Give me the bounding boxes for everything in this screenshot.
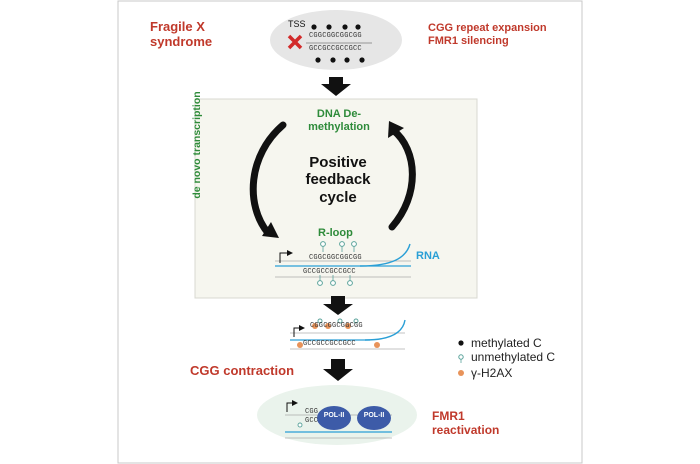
rloop-unmethylated-c (317, 241, 357, 286)
top-methyl-dots (311, 24, 365, 63)
down-arrow-1 (321, 77, 351, 96)
cgg-contraction-label: CGG contraction (190, 363, 295, 378)
bottom-seq-top: CGG (305, 408, 319, 416)
h2ax-legend-icon (458, 370, 464, 376)
fragile-x-title: Fragile X syndrome (150, 19, 213, 49)
fmr1-reactivation-label: FMR1 reactivation (432, 409, 500, 437)
cycle-box (194, 98, 478, 299)
pol-ii-1-label: POL-II (323, 412, 345, 419)
cycle-center-title: Positive feedback cycle (305, 154, 371, 206)
rloop-seq-top: CGGCGGCGGCGG (309, 254, 362, 262)
demethylation-arrow (388, 121, 416, 231)
rloop-dna (275, 243, 411, 278)
demethylation-label: DNA De-methylation (308, 108, 370, 133)
pol-ii-1 (317, 406, 351, 430)
rloop-label: R-loop (318, 227, 353, 239)
legend (458, 340, 464, 376)
middle-seq-bottom: GCCGCCGCCGCC (303, 340, 356, 348)
blocked-tss-icon (287, 34, 303, 50)
top-seq-bottom: GCCGCCGCCGCC (309, 45, 362, 53)
methylated-legend-icon (458, 340, 464, 346)
rna-label: RNA (416, 250, 440, 262)
middle-dna (290, 319, 406, 350)
down-arrow-2 (323, 296, 353, 315)
pol-ii-2-label: POL-II (363, 412, 385, 419)
top-ellipse (270, 10, 402, 70)
legend-methylated: methylated C (471, 336, 542, 350)
legend-h2ax: γ-H2AX (471, 366, 513, 380)
unmethylated-legend-icon (458, 354, 464, 360)
bottom-seq-bottom: GCC (305, 417, 319, 425)
middle-unmethylated-c (317, 318, 359, 324)
transcription-arrow (249, 121, 287, 238)
rloop-unmethylated-c-stems (319, 246, 355, 281)
pol-ii-2 (357, 406, 391, 430)
legend-unmethylated: unmethylated C (471, 350, 556, 364)
cgg-expansion-title: CGG repeat expansion FMR1 silencing (428, 22, 547, 47)
rloop-seq-bottom: GCCGCCGCCGCC (303, 268, 356, 276)
top-seq-top: CGGCGGCGGCGG (309, 32, 362, 40)
down-arrow-3 (323, 359, 353, 381)
gamma-h2ax-marks (297, 323, 380, 348)
transcription-label: de novo transcription (191, 91, 203, 199)
tss-label: TSS (288, 19, 306, 29)
middle-seq-top: CGGCGGCGGCGG (310, 322, 363, 330)
